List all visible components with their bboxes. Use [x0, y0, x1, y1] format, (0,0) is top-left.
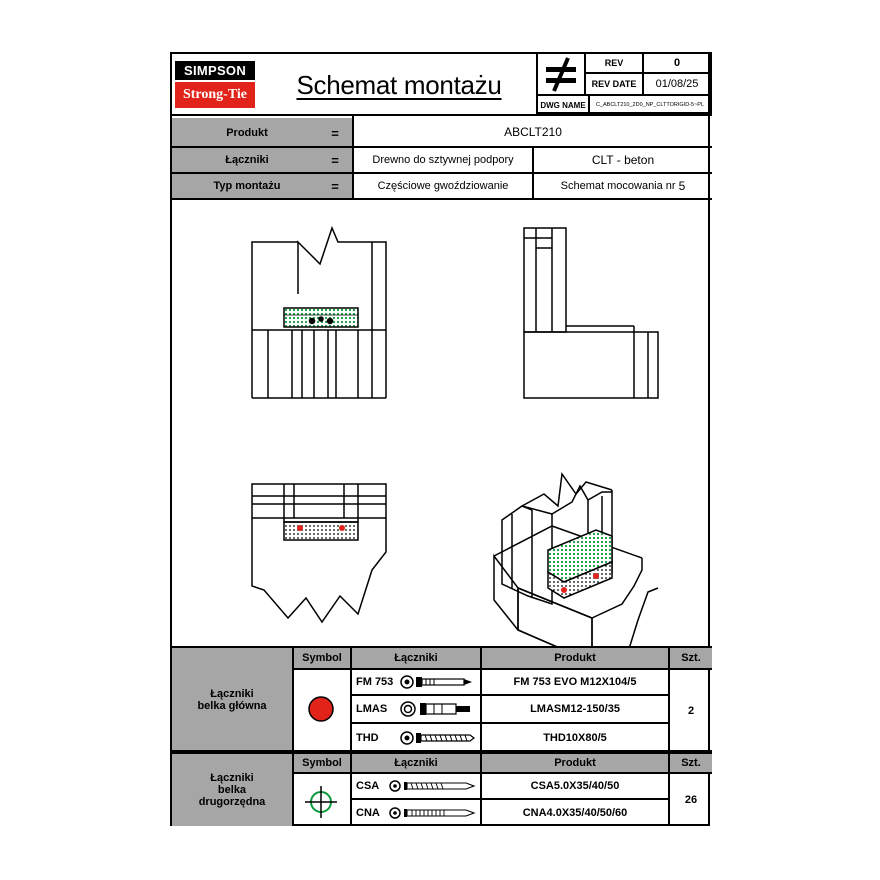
product-code: CSA5.0X35/40/50 — [530, 780, 620, 792]
table-divider — [352, 798, 670, 800]
rev-label: REV — [604, 58, 624, 68]
info-divider — [352, 116, 354, 200]
fastening-scheme-label: Schemat mocowania nr — [560, 180, 676, 192]
info-label-background — [172, 118, 352, 200]
equals-sign: = — [331, 125, 339, 141]
info-divider — [172, 146, 712, 148]
table1-quantity: 2 — [687, 705, 695, 717]
table-divider — [292, 754, 294, 826]
revision-block — [536, 52, 712, 114]
table1-header-background — [292, 648, 712, 668]
sleeve-anchor-icon — [400, 701, 470, 717]
crosshair-icon — [305, 786, 337, 818]
install-type-value: Częściowe gwoździowanie — [377, 180, 509, 192]
equals-sign: = — [331, 178, 339, 194]
fastener-code: THD — [356, 732, 379, 744]
bolt-icon — [400, 675, 472, 689]
table-divider — [172, 750, 712, 754]
top-view — [251, 483, 387, 624]
ring-nail-icon — [389, 807, 476, 819]
isometric-view — [493, 471, 659, 646]
brand-logo-top: SIMPSON — [175, 61, 255, 80]
rev-date-label: REV DATE — [591, 79, 637, 89]
info-divider — [172, 198, 712, 200]
rev-divider — [588, 94, 590, 114]
table2-group-background — [172, 754, 292, 826]
page-title: Schemat montażu — [296, 69, 502, 100]
rev-divider — [584, 72, 712, 74]
fastener-code: CNA — [356, 807, 380, 819]
table-divider — [292, 648, 294, 752]
install-type-label: Typ montażu — [213, 180, 281, 192]
table-divider — [172, 646, 712, 648]
info-divider — [532, 146, 534, 200]
table2-head-symbol: Symbol — [302, 757, 342, 769]
fastener-code: CSA — [356, 780, 380, 792]
table2-head-qty: Szt. — [681, 757, 701, 769]
nail-symbol — [302, 783, 340, 821]
table-divider — [480, 754, 482, 826]
fastening-scheme: Schemat mocowania nr 5 — [534, 174, 712, 198]
table1-group-label: Łączniki belka główna — [197, 688, 267, 712]
fasteners-label: Łączniki — [225, 154, 269, 166]
table-divider — [350, 648, 352, 752]
fastener-code: LMAS — [356, 703, 388, 715]
table-divider — [292, 668, 712, 670]
red-dot-icon — [308, 696, 334, 722]
rev-divider — [584, 52, 586, 96]
table2-header-background — [292, 754, 712, 772]
table1-head-qty: Szt. — [681, 652, 701, 664]
table-divider — [292, 772, 712, 774]
rev-date-value: 01/08/25 — [655, 78, 699, 90]
product-label: Produkt — [226, 127, 268, 139]
assembly-drawings — [251, 225, 659, 646]
assembly-sheet: SIMPSON Strong-Tie Schemat montażu REV 0… — [170, 52, 712, 826]
table2-head-fasteners: Łączniki — [394, 757, 438, 769]
dwg-label: DWG NAME — [540, 100, 586, 110]
rev-value: 0 — [673, 57, 681, 69]
rev-divider — [536, 94, 712, 96]
not-equal-symbol — [538, 54, 584, 94]
fastener-code: FM 753 — [356, 676, 394, 688]
product-code: FM 753 EVO M12X104/5 — [513, 676, 637, 688]
product-code: THD10X80/5 — [543, 732, 607, 744]
info-divider — [172, 172, 712, 174]
table-divider — [480, 648, 482, 752]
table1-head-product: Produkt — [554, 652, 596, 664]
table-divider — [352, 722, 670, 724]
table2-head-product: Produkt — [554, 757, 596, 769]
anchor-symbol — [306, 694, 336, 724]
equals-sign: = — [331, 152, 339, 168]
side-view — [523, 227, 659, 399]
dwg-value: C_ABCLT210_2D0_NP_CLTTORIGID-5~PL — [595, 102, 705, 108]
not-equal-icon — [546, 57, 576, 92]
table-divider — [350, 754, 352, 826]
brand-logo-bottom: Strong-Tie — [175, 82, 255, 108]
screw-icon — [389, 780, 476, 792]
table1-head-fasteners: Łączniki — [394, 652, 438, 664]
table1-group-background — [172, 648, 292, 752]
material-value: CLT - beton — [591, 153, 655, 167]
fastening-scheme-number: 5 — [678, 179, 686, 193]
product-value: ABCLT210 — [504, 125, 562, 139]
table2-quantity: 26 — [684, 794, 698, 806]
connection-type-value: Drewno do sztywnej podpory — [372, 154, 514, 166]
product-code: CNA4.0X35/40/50/60 — [522, 807, 628, 819]
product-code: LMASM12-150/35 — [530, 703, 620, 715]
table-divider — [668, 754, 670, 826]
table1-head-symbol: Symbol — [302, 652, 342, 664]
front-view — [251, 225, 387, 399]
table2-group-label: Łączniki belka drugorzędna — [198, 772, 266, 808]
table-divider — [352, 694, 670, 696]
rev-divider — [642, 52, 644, 96]
table-divider — [668, 648, 670, 752]
header-divider — [172, 114, 712, 116]
screw-anchor-icon — [400, 731, 475, 745]
